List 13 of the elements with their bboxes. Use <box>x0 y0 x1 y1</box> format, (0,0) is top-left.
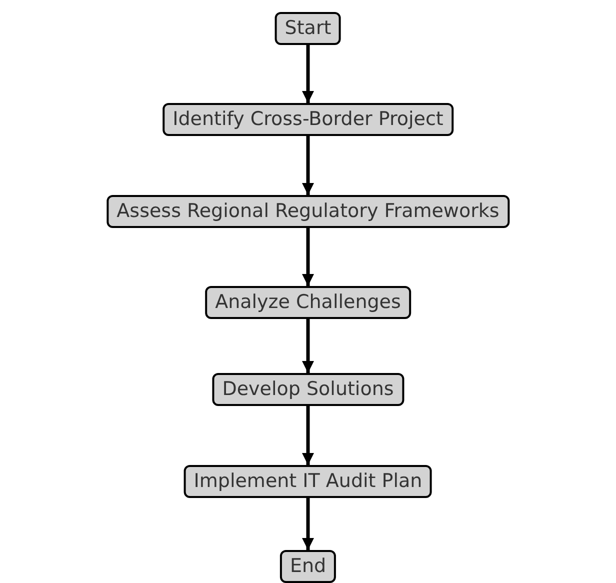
process-box: Implement IT Audit Plan <box>184 465 432 498</box>
arrow <box>302 319 314 373</box>
process-box: Identify Cross-Border Project <box>162 103 454 136</box>
arrow <box>302 406 314 465</box>
process-box: Develop Solutions <box>212 373 404 406</box>
arrow <box>302 45 314 103</box>
process-box: Start <box>274 12 342 45</box>
process-box: Analyze Challenges <box>205 286 411 319</box>
arrow <box>302 136 314 195</box>
process-box: Assess Regional Regulatory Frameworks <box>106 195 510 228</box>
arrow <box>302 498 314 550</box>
arrow <box>302 228 314 286</box>
process-box: End <box>280 550 336 583</box>
